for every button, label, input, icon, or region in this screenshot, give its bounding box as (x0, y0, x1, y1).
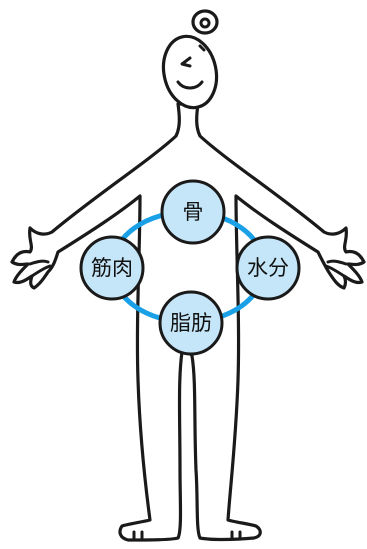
feet-lines (132, 530, 242, 540)
node-water: 水分 (235, 235, 301, 301)
node-fat-label: 脂肪 (170, 311, 212, 335)
hair-bun (191, 9, 219, 35)
node-bone-label: 骨 (183, 200, 204, 224)
hair-bun-inner (199, 17, 211, 29)
right-hand-lines (324, 259, 348, 278)
face-eye-nose (180, 44, 206, 68)
human-figure-icon (10, 9, 366, 542)
node-muscle-label: 筋肉 (91, 256, 133, 280)
head (161, 34, 219, 110)
node-muscle: 筋肉 (79, 235, 145, 301)
node-fat: 脂肪 (158, 290, 224, 356)
node-water-label: 水分 (247, 256, 289, 280)
face-mouth (176, 80, 204, 90)
left-hand-lines (28, 259, 52, 278)
node-bone: 骨 (160, 179, 226, 245)
